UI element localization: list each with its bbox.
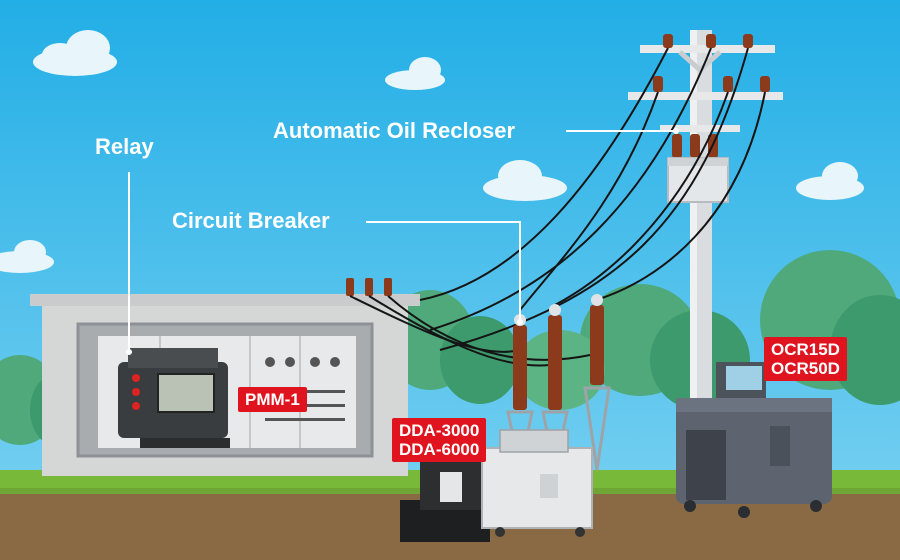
leader-lines bbox=[128, 130, 676, 352]
pmm-device bbox=[118, 348, 230, 448]
ocr-tag: OCR15D OCR50D bbox=[764, 337, 847, 381]
dda-device bbox=[400, 429, 593, 542]
clouds bbox=[0, 30, 864, 273]
pmm-tag: PMM-1 bbox=[238, 387, 307, 412]
ocr-tag-line1: OCR15D bbox=[771, 340, 840, 359]
dda-tag-line1: DDA-3000 bbox=[399, 421, 480, 440]
dda-tag-line2: DDA-6000 bbox=[399, 440, 480, 459]
recloser-label: Automatic Oil Recloser bbox=[273, 118, 516, 143]
dda-tag: DDA-3000 DDA-6000 bbox=[392, 418, 487, 462]
ocr-tag-line2: OCR50D bbox=[771, 359, 840, 378]
power-lines bbox=[349, 47, 766, 367]
relay-label: Relay bbox=[95, 134, 154, 159]
ocr-device bbox=[676, 362, 832, 518]
breaker-label: Circuit Breaker bbox=[172, 208, 330, 233]
pmm-tag-text: PMM-1 bbox=[245, 390, 300, 409]
